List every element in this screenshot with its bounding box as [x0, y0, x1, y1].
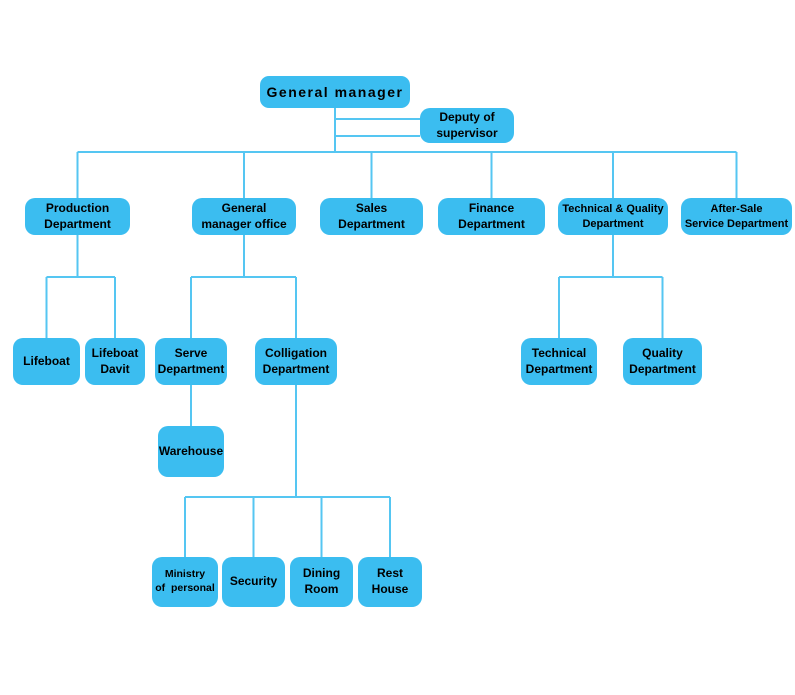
node-rest-house: Rest House — [358, 557, 422, 607]
node-warehouse: Warehouse — [158, 426, 224, 477]
node-sales-department: Sales Department — [320, 198, 423, 235]
node-quality-department: Quality Department — [623, 338, 702, 385]
node-serve-department: Serve Department — [155, 338, 227, 385]
node-general-manager-office: General manager office — [192, 198, 296, 235]
node-lifeboat: Lifeboat — [13, 338, 80, 385]
node-production-department: Production Department — [25, 198, 130, 235]
node-finance-department: Finance Department — [438, 198, 545, 235]
node-dining-room: Dining Room — [290, 557, 353, 607]
node-deputy-of-supervisor: Deputy of supervisor — [420, 108, 514, 143]
node-technical-quality-department: Technical & Quality Department — [558, 198, 668, 235]
node-technical-department: Technical Department — [521, 338, 597, 385]
node-security: Security — [222, 557, 285, 607]
node-lifeboat-davit: Lifeboat Davit — [85, 338, 145, 385]
node-ministry-of-personal: Ministry of personal — [152, 557, 218, 607]
node-after-sale-service-department: After-Sale Service Department — [681, 198, 792, 235]
node-colligation-department: Colligation Department — [255, 338, 337, 385]
node-general-manager: General manager — [260, 76, 410, 108]
